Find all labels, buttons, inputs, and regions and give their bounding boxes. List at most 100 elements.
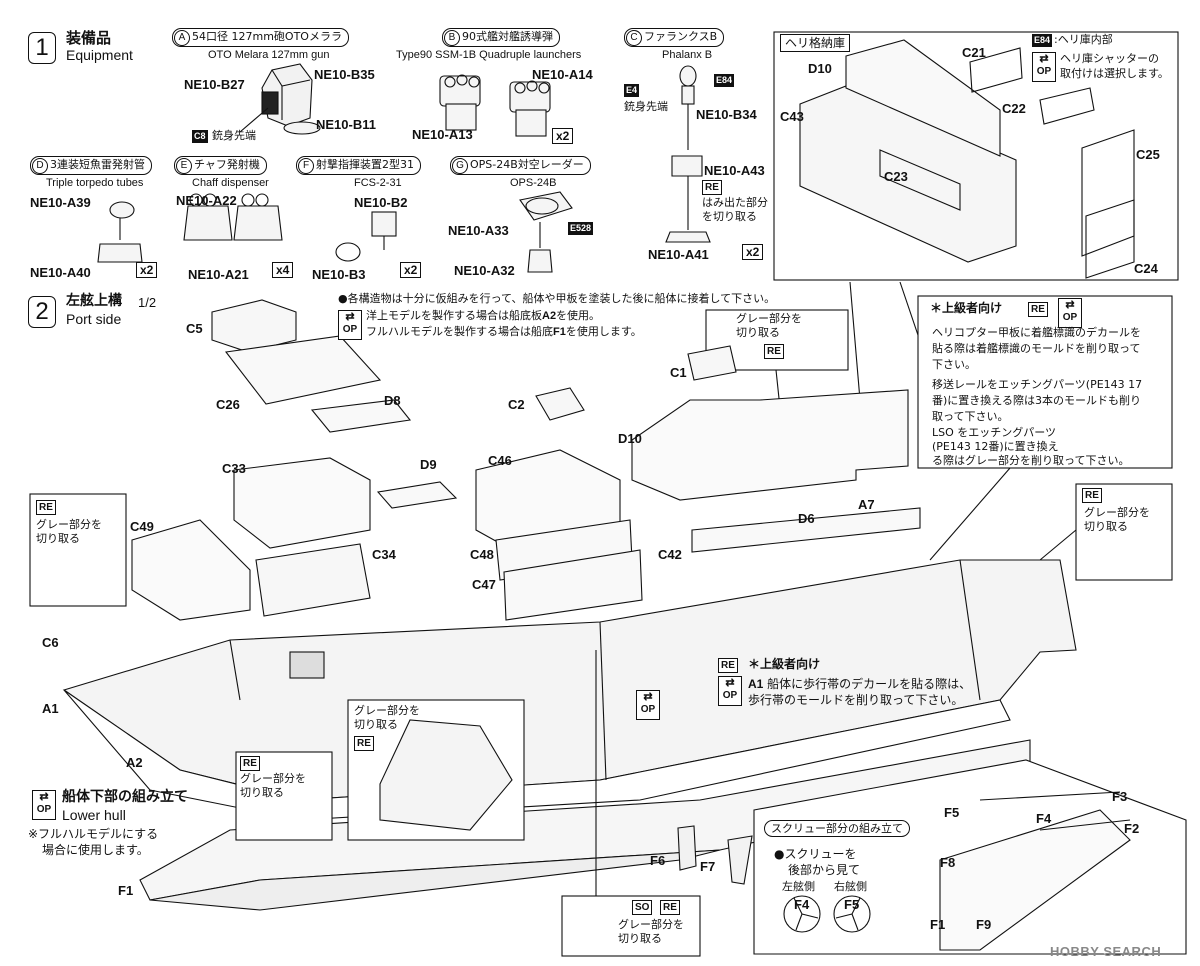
advanced-line-7: LSO をエッチングパーツ (932, 426, 1057, 439)
screw-note-2: 後部から見て (788, 863, 861, 877)
part-d6: D6 (798, 511, 815, 526)
lower-hull-op-label: OP (36, 804, 52, 815)
step-2-note-main: ●各構造物は十分に仮組みを行って、船体や甲板を塗装した後に船体に接着して下さい。 (338, 292, 776, 305)
screw-f4-label: F4 (794, 897, 810, 912)
screw-title: スクリュー部分の組み立て (764, 820, 910, 837)
step-2-title-en: Port side (66, 311, 122, 327)
lower-hull-note-1: ※フルハルモデルにする (28, 827, 159, 841)
part-c24: C24 (1134, 261, 1158, 276)
hangar-title: ヘリ格納庫 (780, 34, 851, 53)
equipment-e-letter: E (176, 158, 192, 174)
step-1-title-jp: 装備品 (66, 29, 112, 47)
equipment-c-name-jp: ファランクスB (644, 30, 718, 43)
equipment-e-name-en: Chaff dispenser (192, 177, 269, 189)
advanced-line-8: (PE143 12番)に置き換え (932, 440, 1059, 453)
gray-cut-left-re: RE (36, 500, 56, 515)
gray-cut-top-line-2: 切り取る (736, 326, 780, 339)
part-ne10-b3: NE10-B3 (312, 267, 366, 282)
part-f4: F4 (1036, 811, 1052, 826)
step-2-note-op-1: 洋上モデルを製作する場合は船底板A2を使用。 (366, 309, 600, 324)
advanced-op-label: OP (1062, 312, 1078, 323)
equipment-a-note: 銃身先端 (212, 129, 256, 142)
gray-cut-ll-line-1: グレー部分を (240, 772, 306, 785)
part-c46: C46 (488, 453, 512, 468)
part-c22: C22 (1002, 101, 1026, 116)
part-d9: D9 (420, 457, 437, 472)
lower-hull-op-icon: ⇄OP (32, 790, 56, 820)
gray-cut-right-re: RE (1082, 488, 1102, 503)
screw-right-label: 右舷側 (834, 880, 867, 893)
gray-cut-center-re: RE (354, 736, 374, 751)
equipment-f-letter: F (298, 158, 314, 174)
step-2-note-op-1b: A2 (542, 310, 557, 322)
part-ne10-b11: NE10-B11 (316, 117, 376, 132)
part-a2: A2 (126, 755, 143, 770)
equipment-c-letter: C (626, 30, 642, 46)
step-2-op-label: OP (342, 324, 358, 335)
part-ne10-a22: NE10-A22 (176, 193, 237, 208)
equipment-e-qty: x4 (272, 262, 294, 278)
lower-hull-note-2: 場合に使用します。 (42, 843, 149, 857)
part-ne10-a40: NE10-A40 (30, 265, 91, 280)
part-ne10-a13: NE10-A13 (412, 127, 473, 142)
equipment-a-name-en: OTO Melara 127mm gun (208, 49, 330, 61)
hangar-code: E84 (1032, 34, 1053, 47)
lower-hull-title-en: Lower hull (62, 807, 126, 823)
gray-cut-bottom-line-2: 切り取る (618, 932, 662, 945)
part-f6: F6 (650, 853, 666, 868)
part-a7: A7 (858, 497, 875, 512)
gray-cut-top-re: RE (764, 344, 784, 359)
part-d10: D10 (618, 431, 642, 446)
step-2-note-op-2c: を使用します。 (565, 325, 642, 338)
gray-cut-ll-line-2: 切り取る (240, 786, 284, 799)
hull-op-icon: ⇄OP (636, 690, 660, 720)
part-f7: F7 (700, 859, 716, 874)
gray-cut-ll-re: RE (240, 756, 260, 771)
advanced2-title: ＊上級者向け (748, 657, 821, 671)
step-2-fraction: 1/2 (138, 295, 157, 310)
equipment-b-qty: x2 (552, 128, 574, 144)
screw-note-1: ●スクリューを (774, 847, 857, 861)
equipment-d-qty: x2 (136, 262, 158, 278)
equipment-c-code-1: E4 (624, 84, 640, 97)
part-ne10-b34: NE10-B34 (696, 107, 757, 122)
equipment-d-name-jp: 3連装短魚雷発射管 (50, 158, 145, 171)
part-c6: C6 (42, 635, 59, 650)
equipment-c-re-note-2: を切り取る (702, 210, 757, 223)
step-2-title-jp: 左舷上構 (66, 293, 122, 309)
step-2-number: 2 (28, 296, 56, 328)
gray-cut-right-line-1: グレー部分を (1084, 506, 1150, 519)
advanced-line-5: 番)に置き換える際は3本のモールドも削り (932, 394, 1141, 407)
part-ne10-a39: NE10-A39 (30, 195, 91, 210)
equipment-d-name-en: Triple torpedo tubes (46, 177, 144, 189)
part-f1-screw: F1 (930, 917, 946, 932)
gray-cut-bottom-so: SO (632, 900, 653, 915)
part-ne10-b2: NE10-B2 (354, 195, 408, 210)
advanced-op-icon: ⇄OP (1058, 298, 1082, 328)
step-2-op-icon: ⇄OP (338, 310, 362, 340)
hangar-op-note-2: 取付けは選択します。 (1060, 67, 1169, 80)
part-f3: F3 (1112, 789, 1128, 804)
part-c23: C23 (884, 169, 908, 184)
part-f1-lower: F1 (118, 883, 134, 898)
part-ne10-a33: NE10-A33 (448, 223, 509, 238)
gray-cut-left-line-2: 切り取る (36, 532, 80, 545)
part-c47: C47 (472, 577, 496, 592)
hangar-op-label: OP (1036, 66, 1052, 77)
equipment-a-code: C8 (192, 130, 208, 143)
part-ne10-b35: NE10-B35 (314, 67, 375, 82)
part-f9: F9 (976, 917, 992, 932)
equipment-c-re: RE (702, 180, 722, 195)
part-c26: C26 (216, 397, 240, 412)
part-f5: F5 (944, 805, 960, 820)
part-c25: C25 (1136, 147, 1160, 162)
part-c2: C2 (508, 397, 525, 412)
advanced2-re: RE (718, 658, 738, 673)
advanced-line-6: 取って下さい。 (932, 410, 1009, 423)
equipment-c-re-note-1: はみ出た部分 (702, 196, 768, 209)
advanced-line-4: 移送レールをエッチングパーツ(PE143 17 (932, 378, 1143, 391)
